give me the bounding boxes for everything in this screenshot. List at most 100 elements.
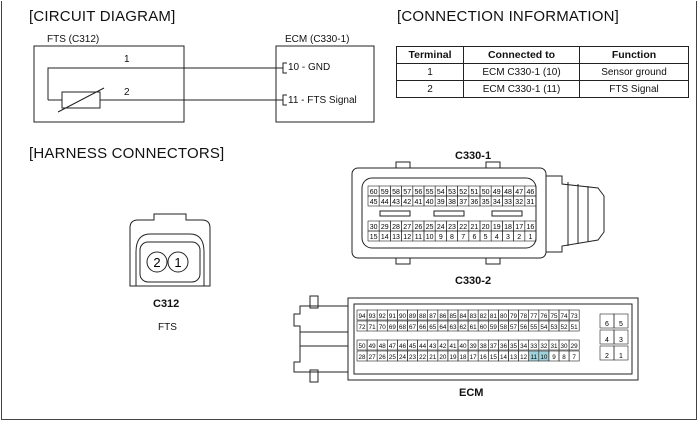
table-cell: 2 (396, 80, 464, 98)
pin-number: 50 (482, 189, 490, 196)
pin-number: 90 (399, 313, 407, 320)
pin-number: 13 (392, 234, 400, 241)
pin-number: 10 (426, 234, 434, 241)
pin-number: 10 (540, 354, 548, 361)
pin-number: 53 (448, 189, 456, 196)
pin-number: 72 (359, 324, 367, 331)
pin-number: 55 (426, 189, 434, 196)
pin-cell (568, 339, 580, 351)
pin-number: 61 (470, 324, 478, 331)
pin-number: 54 (540, 324, 548, 331)
ecm-label: ECM (C330-1) (285, 34, 350, 45)
pin-number: 40 (460, 343, 468, 350)
ecm-box (275, 45, 375, 123)
pin-number: 88 (419, 313, 427, 320)
c312-pin-2: 2 (153, 255, 160, 270)
pin-number: 48 (379, 343, 387, 350)
connection-table: Terminal Connected to Function 1 ECM C33… (396, 46, 689, 98)
pin-number: 56 (415, 189, 423, 196)
pin-number: 14 (500, 354, 508, 361)
table-cell: ECM C330-1 (11) (463, 80, 580, 98)
pin-cell (568, 309, 580, 321)
pin-number: 53 (550, 324, 558, 331)
pin-number: 20 (482, 224, 490, 231)
table-cell: FTS Signal (579, 80, 689, 98)
pin-number: 47 (389, 343, 397, 350)
pin-number: 70 (379, 324, 387, 331)
pin-number: 59 (381, 189, 389, 196)
ecm-title: ECM (459, 387, 484, 399)
pin-number: 16 (527, 224, 535, 231)
pin-number: 32 (515, 199, 523, 206)
pin-number: 48 (504, 189, 512, 196)
pin-number: 8 (562, 354, 566, 361)
table-cell: 1 (396, 63, 464, 81)
pin-number: 91 (389, 313, 397, 320)
pin-number: 36 (471, 199, 479, 206)
connection-info-heading: [CONNECTION INFORMATION] (397, 8, 620, 25)
pin-cell (613, 329, 629, 345)
pin10-label: 10 - GND (288, 62, 331, 73)
pin-number: 51 (471, 189, 479, 196)
pin-number: 17 (515, 224, 523, 231)
pin-cell (524, 230, 537, 242)
pin-number: 34 (520, 343, 528, 350)
pin-number: 89 (409, 313, 417, 320)
pin-number: 76 (540, 313, 548, 320)
pin-number: 37 (459, 199, 467, 206)
pin-number: 6 (605, 321, 609, 328)
pin-number: 40 (426, 199, 434, 206)
pin-number: 63 (449, 324, 457, 331)
pin-number: 8 (450, 234, 454, 241)
pin11-label: 11 - FTS Signal (288, 95, 357, 106)
pin-number: 30 (561, 343, 569, 350)
table-header: Connected to (463, 46, 580, 64)
wire-1 (47, 67, 283, 100)
pin-number: 7 (572, 354, 576, 361)
pin-number: 23 (409, 354, 417, 361)
pin-number: 56 (520, 324, 528, 331)
table-header: Function (579, 46, 689, 64)
pin-number: 11 (530, 354, 537, 361)
pin-number: 82 (480, 313, 488, 320)
pin-cell (568, 350, 580, 362)
pin-number: 44 (381, 199, 389, 206)
pin-number: 50 (359, 343, 367, 350)
pin-number: 33 (504, 199, 512, 206)
pin-number: 36 (500, 343, 508, 350)
pin-number: 27 (403, 224, 411, 231)
pin-number: 2 (605, 353, 609, 360)
pin-number: 3 (506, 234, 510, 241)
table-cell: Sensor ground (579, 63, 689, 81)
pin-number: 35 (510, 343, 518, 350)
pin-number: 29 (381, 224, 389, 231)
pin-number: 28 (392, 224, 400, 231)
pin-number: 52 (561, 324, 569, 331)
pin-number: 1 (619, 353, 623, 360)
pin-number: 5 (619, 321, 623, 328)
pin-number: 58 (392, 189, 400, 196)
pin-cell (613, 345, 629, 361)
pin-number: 11 (415, 234, 422, 241)
pin-number: 74 (561, 313, 569, 320)
pin-number: 34 (493, 199, 501, 206)
pin-number: 47 (515, 189, 523, 196)
pin-number: 78 (520, 313, 528, 320)
pin-number: 66 (419, 324, 427, 331)
table-header-row: Terminal Connected to Function (396, 46, 689, 64)
pin-number: 30 (370, 224, 378, 231)
pin-number: 29 (571, 343, 579, 350)
fts-label: FTS (C312) (47, 34, 100, 45)
pin-number: 12 (403, 234, 411, 241)
c312-subtitle: FTS (158, 322, 177, 333)
pin-number: 65 (429, 324, 437, 331)
pin-number: 37 (490, 343, 498, 350)
fts-box (33, 45, 185, 123)
pin-number: 58 (500, 324, 508, 331)
pin-number: 83 (470, 313, 478, 320)
pin-number: 4 (495, 234, 499, 241)
table-row: 1 ECM C330-1 (10) Sensor ground (396, 63, 689, 81)
pin-number: 3 (619, 337, 623, 344)
